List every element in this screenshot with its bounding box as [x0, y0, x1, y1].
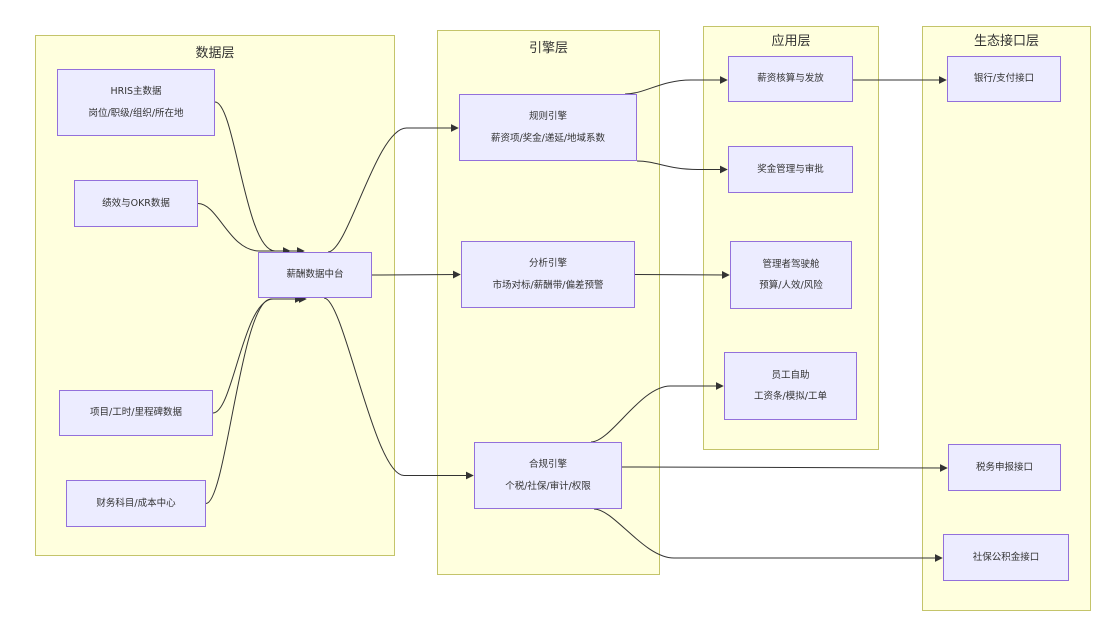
node-title: 社保公积金接口 — [972, 551, 1040, 563]
node-title: 管理者驾驶舱 — [762, 258, 820, 270]
node-project-data[interactable]: 项目/工时/里程碑数据 — [59, 390, 213, 436]
node-subtitle: 个税/社保/审计/权限 — [505, 480, 591, 492]
node-subtitle: 岗位/职级/组织/所在地 — [88, 107, 184, 119]
node-title: 税务申报接口 — [975, 461, 1033, 473]
node-analytics-engine[interactable]: 分析引擎 市场对标/薪酬带/偏差预警 — [461, 241, 635, 308]
node-title: 奖金管理与审批 — [757, 163, 824, 175]
node-title: 员工自助 — [771, 369, 810, 381]
node-tax-filing-interface[interactable]: 税务申报接口 — [948, 444, 1061, 491]
node-title: HRIS主数据 — [110, 86, 162, 97]
layer-eco: 生态接口层 — [922, 26, 1091, 611]
node-subtitle: 工资条/模拟/工单 — [754, 391, 827, 402]
node-manager-cockpit[interactable]: 管理者驾驶舱 预算/人效/风险 — [730, 241, 852, 309]
node-title: 项目/工时/里程碑数据 — [90, 407, 182, 419]
node-social-insurance-interface[interactable]: 社保公积金接口 — [943, 534, 1069, 581]
node-hris-master-data[interactable]: HRIS主数据 岗位/职级/组织/所在地 — [57, 69, 215, 136]
node-title: 薪资核算与发放 — [757, 73, 824, 85]
layer-title-app: 应用层 — [771, 34, 811, 49]
node-finance-data[interactable]: 财务科目/成本中心 — [66, 480, 206, 527]
node-title: 财务科目/成本中心 — [96, 497, 176, 509]
node-compensation-data-hub[interactable]: 薪酬数据中台 — [258, 252, 372, 298]
node-compliance-engine[interactable]: 合规引擎 个税/社保/审计/权限 — [474, 442, 622, 509]
layer-title-data: 数据层 — [195, 46, 235, 61]
node-subtitle: 薪资项/奖金/递延/地域系数 — [490, 132, 606, 144]
node-bonus-management[interactable]: 奖金管理与审批 — [728, 146, 853, 193]
node-title: 合规引擎 — [528, 459, 567, 470]
node-title: 银行/支付接口 — [973, 73, 1035, 85]
node-bank-payment-interface[interactable]: 银行/支付接口 — [947, 56, 1061, 102]
node-subtitle: 预算/人效/风险 — [759, 280, 823, 291]
node-employee-self-service[interactable]: 员工自助 工资条/模拟/工单 — [724, 352, 857, 420]
layer-title-engine: 引擎层 — [528, 41, 568, 56]
node-title: 薪酬数据中台 — [286, 269, 344, 281]
node-payroll[interactable]: 薪资核算与发放 — [728, 56, 853, 102]
node-title: 规则引擎 — [528, 111, 567, 122]
edge-compliance-to-tax — [621, 463, 948, 472]
node-title: 分析引擎 — [528, 258, 567, 269]
node-subtitle: 市场对标/薪酬带/偏差预警 — [492, 279, 604, 291]
layer-title-eco: 生态接口层 — [973, 34, 1039, 49]
node-title: 绩效与OKR数据 — [102, 197, 170, 209]
node-rules-engine[interactable]: 规则引擎 薪资项/奖金/递延/地域系数 — [459, 94, 637, 161]
node-performance-okr-data[interactable]: 绩效与OKR数据 — [74, 180, 198, 227]
